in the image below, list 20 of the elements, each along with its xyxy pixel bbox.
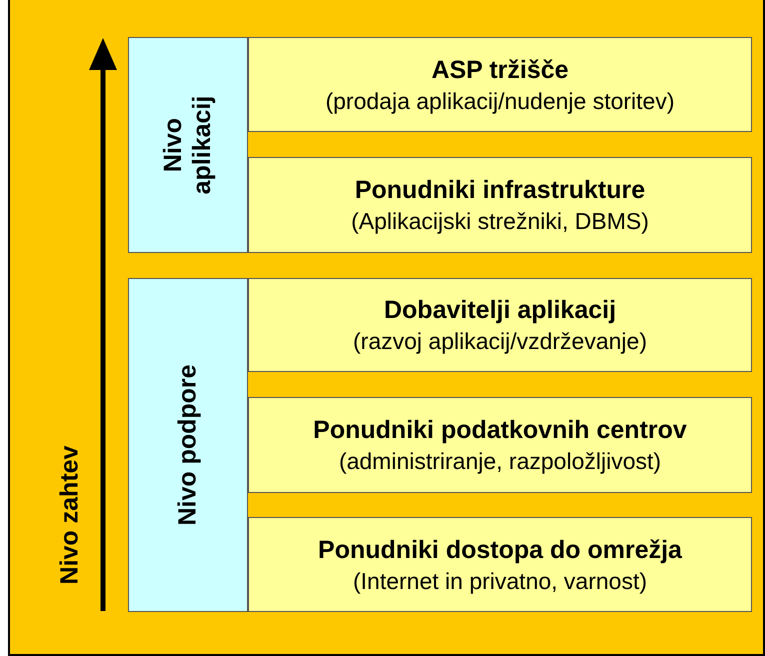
level-title: Nivo podpore	[174, 364, 202, 526]
layer-description: (Aplikacijski strežniki, DBMS)	[351, 207, 649, 236]
layer-title: Ponudniki dostopa do omrežja	[318, 534, 682, 566]
level-box	[128, 37, 248, 253]
layer-box	[248, 157, 752, 253]
layer-box	[248, 397, 752, 493]
layer-box	[248, 278, 752, 372]
layer-description: (Internet in privatno, varnost)	[352, 566, 648, 596]
layer-title: Ponudniki podatkovnih centrov	[313, 415, 687, 446]
level-box	[128, 278, 248, 612]
layer-title: Dobavitelji aplikacij	[384, 295, 616, 326]
level-title: Nivo aplikacij	[159, 95, 217, 195]
layer-title: Ponudniki infrastrukture	[354, 175, 646, 206]
layer-description: (prodaja aplikacij/nudenje storitev)	[325, 86, 675, 116]
axis-label: Nivo zahtev	[56, 446, 84, 584]
layer-box	[248, 517, 752, 612]
layer-description: (administriranje, razpoložljivost)	[338, 447, 662, 476]
layer-title: ASP tržišče	[431, 54, 569, 86]
layer-description: (razvoj aplikacij/vzdrževanje)	[353, 327, 647, 356]
layer-box	[248, 37, 752, 132]
